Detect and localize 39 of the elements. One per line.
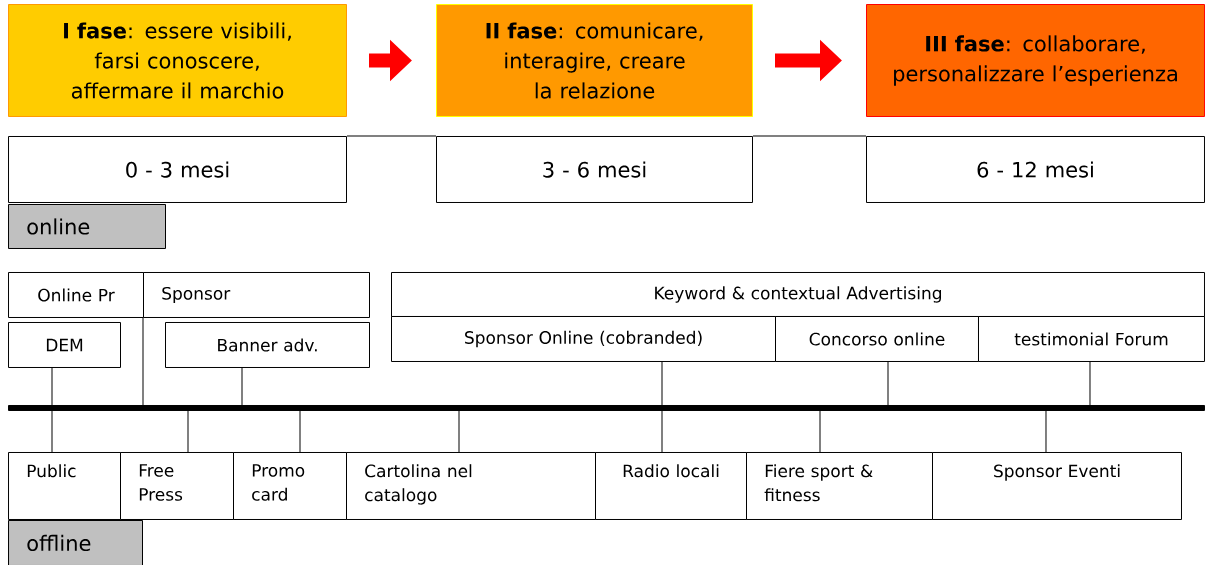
connector-line <box>1045 410 1047 453</box>
connector-line <box>187 410 189 453</box>
channel-box: Sponsor <box>143 272 370 318</box>
connector-line <box>887 361 889 406</box>
phase-box: I fase: essere visibili, farsi conoscere, affermare il marchio <box>8 4 347 117</box>
connector-line <box>1089 361 1091 406</box>
connector-line <box>142 317 144 406</box>
channel-box: Free Press <box>120 452 234 520</box>
connector-line <box>51 367 53 406</box>
connector-line <box>458 410 460 453</box>
phase-box: II fase: comunicare, interagire, creare la relazione <box>436 4 753 117</box>
period-box: 0 - 3 mesi <box>8 136 347 203</box>
connector-line <box>661 361 663 406</box>
channel-box: Radio locali <box>595 452 747 520</box>
timeline-bar <box>8 405 1205 411</box>
channel-box: DEM <box>8 322 121 368</box>
section-tab: offline <box>8 520 143 565</box>
channel-box: Sponsor Online (cobranded) <box>391 316 776 362</box>
connector-line <box>299 410 301 453</box>
period-box: 3 - 6 mesi <box>436 136 753 203</box>
connector-line <box>241 367 243 406</box>
connector-line <box>661 410 663 453</box>
connector-line <box>346 135 437 137</box>
connector-line <box>819 410 821 453</box>
channel-box: Public <box>8 452 121 520</box>
channel-box: Online Pr <box>8 272 144 318</box>
connector-line <box>51 410 53 453</box>
channel-box: Banner adv. <box>165 322 370 368</box>
channel-box: Promo card <box>233 452 347 520</box>
channel-box: Keyword & contextual Advertising <box>391 272 1205 317</box>
phase-box: III fase: collaborare, personalizzare l’esperienza <box>866 4 1205 117</box>
channel-box: testimonial Forum <box>978 316 1205 362</box>
period-box: 6 - 12 mesi <box>866 136 1205 203</box>
section-tab: online <box>8 204 166 249</box>
node-label: testimonial Forum <box>1014 332 1168 346</box>
channel-box: Concorso online <box>775 316 979 362</box>
connector-line <box>752 135 867 137</box>
channel-box: Sponsor Eventi <box>932 452 1182 520</box>
channel-box: Fiere sport & fitness <box>746 452 933 520</box>
